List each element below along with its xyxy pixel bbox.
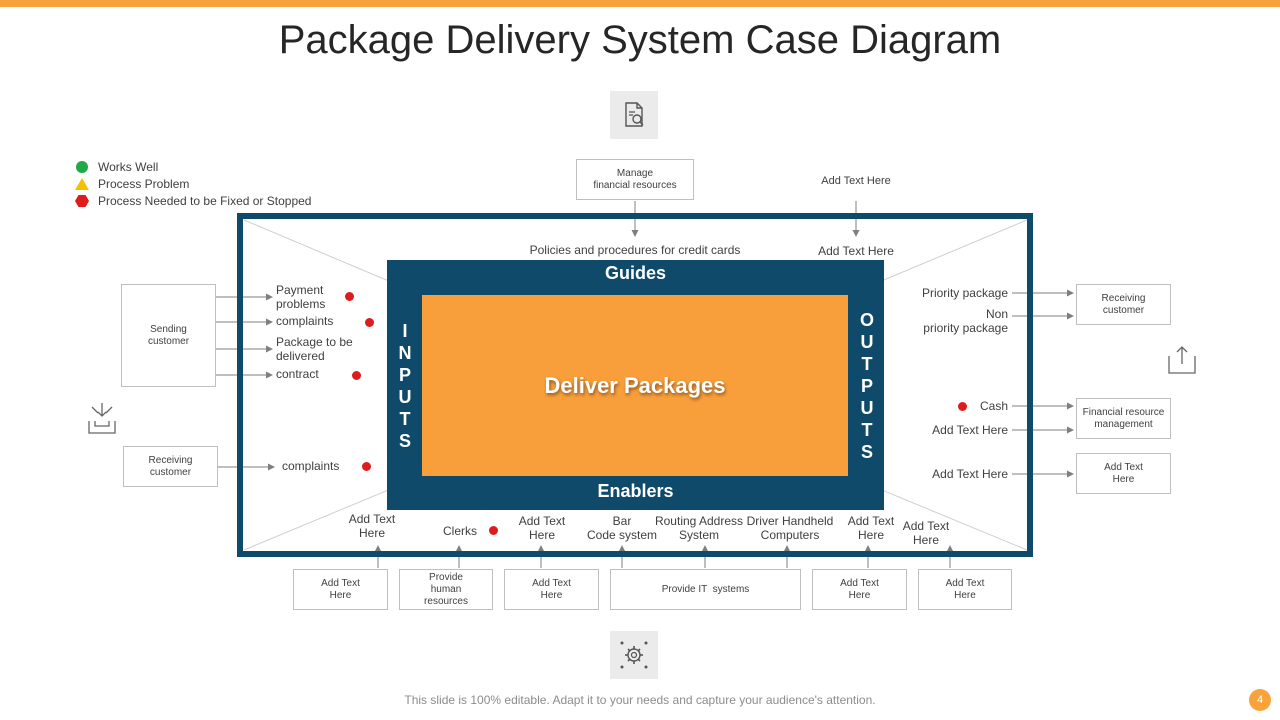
page-number: 4 (1249, 689, 1271, 711)
red-status-dot (362, 462, 371, 471)
enabler-label-handheld: Driver Handheld Computers (746, 514, 834, 542)
enabler-label-routing: Routing Address System (654, 514, 744, 542)
legend-label: Works Well (98, 159, 159, 174)
output-label-non-priority: Non priority package (923, 307, 1008, 335)
enabler-label: Add Text Here (847, 514, 895, 542)
output-label-priority: Priority package (921, 286, 1008, 300)
legend-item-process-problem: Process Problem (74, 175, 311, 192)
document-search-icon (610, 91, 658, 139)
policies-label: Policies and procedures for credit cards (529, 243, 741, 257)
bottom-box: Add Text Here (918, 569, 1012, 610)
top-accent-bar (0, 0, 1280, 7)
red-hexagon-icon (74, 193, 90, 209)
share-icon (1166, 344, 1198, 381)
red-status-dot (489, 526, 498, 535)
legend: Works Well Process Problem Process Neede… (74, 158, 311, 209)
outer-frame (237, 213, 1033, 557)
manage-financial-box: Manage financial resources (576, 159, 694, 200)
bottom-box: Add Text Here (504, 569, 599, 610)
enabler-label: Add Text Here (902, 519, 950, 547)
legend-item-fix-or-stop: Process Needed to be Fixed or Stopped (74, 192, 311, 209)
sending-customer-box: Sending customer (121, 284, 216, 387)
legend-label: Process Problem (98, 176, 190, 191)
red-status-dot (365, 318, 374, 327)
receiving-customer-box-right: Receiving customer (1076, 284, 1171, 325)
legend-label: Process Needed to be Fixed or Stopped (98, 193, 312, 208)
gear-network-icon (610, 631, 658, 679)
output-label-cash: Cash (979, 399, 1008, 413)
bottom-box: Add Text Here (812, 569, 907, 610)
enablers-label: Enablers (597, 481, 674, 501)
center-process: Deliver Packages (422, 295, 848, 476)
bottom-box-it-systems: Provide IT systems (610, 569, 801, 610)
input-label: Payment problems (276, 283, 326, 311)
red-status-dot (352, 371, 361, 380)
green-circle-icon (74, 159, 90, 175)
add-text-box-right: Add Text Here (1076, 453, 1171, 494)
red-status-dot (345, 292, 354, 301)
input-label: contract (276, 367, 319, 381)
bottom-box: Add Text Here (293, 569, 388, 610)
center-label: Deliver Packages (544, 372, 726, 398)
yellow-triangle-icon (74, 176, 90, 192)
input-label: Package to be delivered (276, 335, 353, 363)
input-label: complaints (276, 314, 334, 328)
footer-note: This slide is 100% editable. Adapt it to… (404, 693, 876, 707)
output-label-add-text: Add Text Here (932, 467, 1008, 481)
red-status-dot (958, 402, 967, 411)
enabler-label-barcode: Bar Code system (586, 514, 658, 542)
receiving-customer-box-left: Receiving customer (123, 446, 218, 487)
legend-item-works-well: Works Well (74, 158, 311, 175)
page-title: Package Delivery System Case Diagram (278, 18, 1002, 62)
enabler-label: Add Text Here (348, 512, 396, 540)
output-label-add-text: Add Text Here (932, 423, 1008, 437)
add-text-top: Add Text Here (821, 175, 891, 187)
enabler-label: Add Text Here (518, 514, 566, 542)
enabler-label-clerks: Clerks (442, 524, 477, 538)
financial-resource-box: Financial resource management (1076, 398, 1171, 439)
inbox-download-icon (86, 401, 118, 440)
guides-label: Guides (604, 263, 666, 283)
bottom-box-human-resources: Provide human resources (399, 569, 493, 610)
input-label-complaints: complaints (282, 459, 340, 473)
add-text-inner-top: Add Text Here (818, 244, 894, 258)
